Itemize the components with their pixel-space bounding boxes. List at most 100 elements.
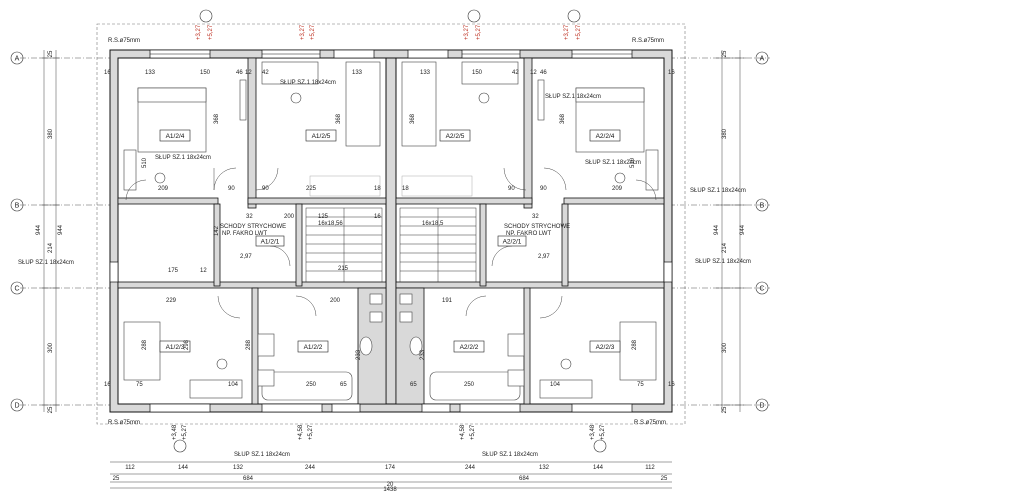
svg-text:368: 368 xyxy=(560,113,566,124)
svg-text:112: 112 xyxy=(645,465,655,471)
svg-text:133: 133 xyxy=(145,70,156,76)
svg-text:+5,27: +5,27 xyxy=(476,24,482,40)
svg-text:+5,27: +5,27 xyxy=(308,424,314,440)
svg-text:25: 25 xyxy=(722,50,728,57)
sheet-frame xyxy=(96,23,686,425)
svg-text:250: 250 xyxy=(464,382,475,388)
svg-text:+3,27: +3,27 xyxy=(196,24,202,40)
svg-text:944: 944 xyxy=(36,224,42,235)
bathroom-fixtures xyxy=(257,293,525,401)
annotations: R.S.ø75mm R.S.ø75mm R.S.ø75mm R.S.ø75mm … xyxy=(18,38,751,458)
svg-text:+5,27: +5,27 xyxy=(576,24,582,40)
svg-text:+5,27: +5,27 xyxy=(470,424,476,440)
beds xyxy=(123,61,657,381)
column-note: SŁUP SZ.1 18x24cm xyxy=(234,452,290,458)
room-label: A1/2/3 xyxy=(166,344,185,351)
room-label: A1/2/5 xyxy=(312,133,331,140)
svg-text:380: 380 xyxy=(722,128,728,139)
svg-text:112: 112 xyxy=(125,465,135,471)
svg-text:25: 25 xyxy=(48,406,54,413)
axis-label-b: B xyxy=(15,203,20,210)
svg-text:C: C xyxy=(759,286,764,293)
svg-text:90: 90 xyxy=(262,186,269,192)
svg-text:684: 684 xyxy=(519,476,530,482)
svg-text:32: 32 xyxy=(532,214,539,220)
svg-text:150: 150 xyxy=(200,70,211,76)
svg-text:104: 104 xyxy=(228,382,239,388)
top-elevation-marks: +3,27 +5,27 +3,27 +5,27 +3,27 +5,27 +3,2… xyxy=(196,9,582,40)
svg-text:16: 16 xyxy=(104,70,111,76)
svg-text:90: 90 xyxy=(540,186,547,192)
svg-text:12: 12 xyxy=(245,70,252,76)
svg-text:12: 12 xyxy=(530,70,537,76)
svg-text:510: 510 xyxy=(630,157,636,168)
rs-note: R.S.ø75mm xyxy=(632,38,664,44)
svg-text:215: 215 xyxy=(338,266,349,272)
svg-text:144: 144 xyxy=(178,465,189,471)
svg-text:288: 288 xyxy=(632,339,638,350)
room-label: A2/2/1 xyxy=(503,239,522,246)
svg-text:191: 191 xyxy=(442,298,453,304)
room-label: A2/2/4 xyxy=(596,133,615,140)
total-width: 1438 xyxy=(383,487,397,492)
svg-text:150: 150 xyxy=(472,70,483,76)
svg-text:684: 684 xyxy=(243,476,254,482)
svg-text:+4,58: +4,58 xyxy=(298,424,304,440)
stairs-note: 16x18,5 xyxy=(422,221,444,227)
stairs-note: SCHODY STRYCHOWE xyxy=(504,224,570,230)
svg-text:16: 16 xyxy=(104,382,111,388)
svg-text:225: 225 xyxy=(306,186,317,192)
room-label: A1/2/1 xyxy=(261,239,280,246)
bottom-elevation-marks: +3,48 +5,27 +4,58 +5,27 +4,58 +5,27 +3,4… xyxy=(172,424,607,453)
column-note: SŁUP SZ.1 18x24cm xyxy=(155,155,211,161)
column-note: SŁUP SZ.1 18x24cm xyxy=(482,452,538,458)
axis-label-c: C xyxy=(14,286,19,293)
desks xyxy=(123,61,659,399)
rs-note: R.S.ø75mm xyxy=(108,420,140,426)
svg-text:42: 42 xyxy=(512,70,519,76)
svg-text:233: 233 xyxy=(420,349,426,360)
svg-text:75: 75 xyxy=(637,382,644,388)
svg-text:510: 510 xyxy=(142,157,148,168)
svg-text:90: 90 xyxy=(228,186,235,192)
right-dimension-chain: 380 214 300 944 944 25 25 xyxy=(714,50,746,413)
svg-text:46: 46 xyxy=(236,70,243,76)
svg-text:16: 16 xyxy=(668,70,675,76)
svg-text:125: 125 xyxy=(318,214,329,220)
axis-bubbles-left: A B C D xyxy=(10,51,24,412)
svg-text:+3,27: +3,27 xyxy=(564,24,570,40)
svg-text:298: 298 xyxy=(184,339,190,350)
svg-text:233: 233 xyxy=(356,349,362,360)
room-label: A2/2/5 xyxy=(446,133,465,140)
svg-text:209: 209 xyxy=(158,186,169,192)
svg-text:A: A xyxy=(760,56,765,63)
room-label: A1/2/2 xyxy=(304,344,323,351)
svg-text:+3,27: +3,27 xyxy=(300,24,306,40)
inner-dimensions-top: 16 133 150 46 12 42 133 133 150 42 12 46… xyxy=(104,70,675,76)
column-note: SŁUP SZ.1 18x24cm xyxy=(585,160,641,166)
svg-text:288: 288 xyxy=(246,339,252,350)
inner-dimensions-misc: 368 368 368 368 510 510 209 209 90 90 90… xyxy=(104,113,675,388)
svg-text:65: 65 xyxy=(340,382,347,388)
svg-text:2,97: 2,97 xyxy=(240,254,252,260)
svg-text:18: 18 xyxy=(402,186,409,192)
svg-text:25: 25 xyxy=(722,406,728,413)
svg-text:244: 244 xyxy=(305,465,316,471)
svg-text:46: 46 xyxy=(540,70,547,76)
stairs xyxy=(305,175,477,283)
svg-text:+3,48: +3,48 xyxy=(590,424,596,440)
windows xyxy=(109,49,673,413)
svg-text:368: 368 xyxy=(336,113,342,124)
svg-text:25: 25 xyxy=(661,476,668,482)
svg-text:25: 25 xyxy=(113,476,120,482)
svg-text:B: B xyxy=(760,203,765,210)
svg-text:75: 75 xyxy=(136,382,143,388)
room-labels: A1/2/4 A1/2/5 A2/2/5 A2/2/4 A1/2/1 A2/2/… xyxy=(159,129,621,353)
room-label: A2/2/2 xyxy=(460,344,479,351)
svg-text:+4,58: +4,58 xyxy=(460,424,466,440)
svg-text:+5,27: +5,27 xyxy=(182,424,188,440)
svg-text:132: 132 xyxy=(233,465,244,471)
svg-text:175: 175 xyxy=(168,268,179,274)
svg-text:368: 368 xyxy=(410,113,416,124)
